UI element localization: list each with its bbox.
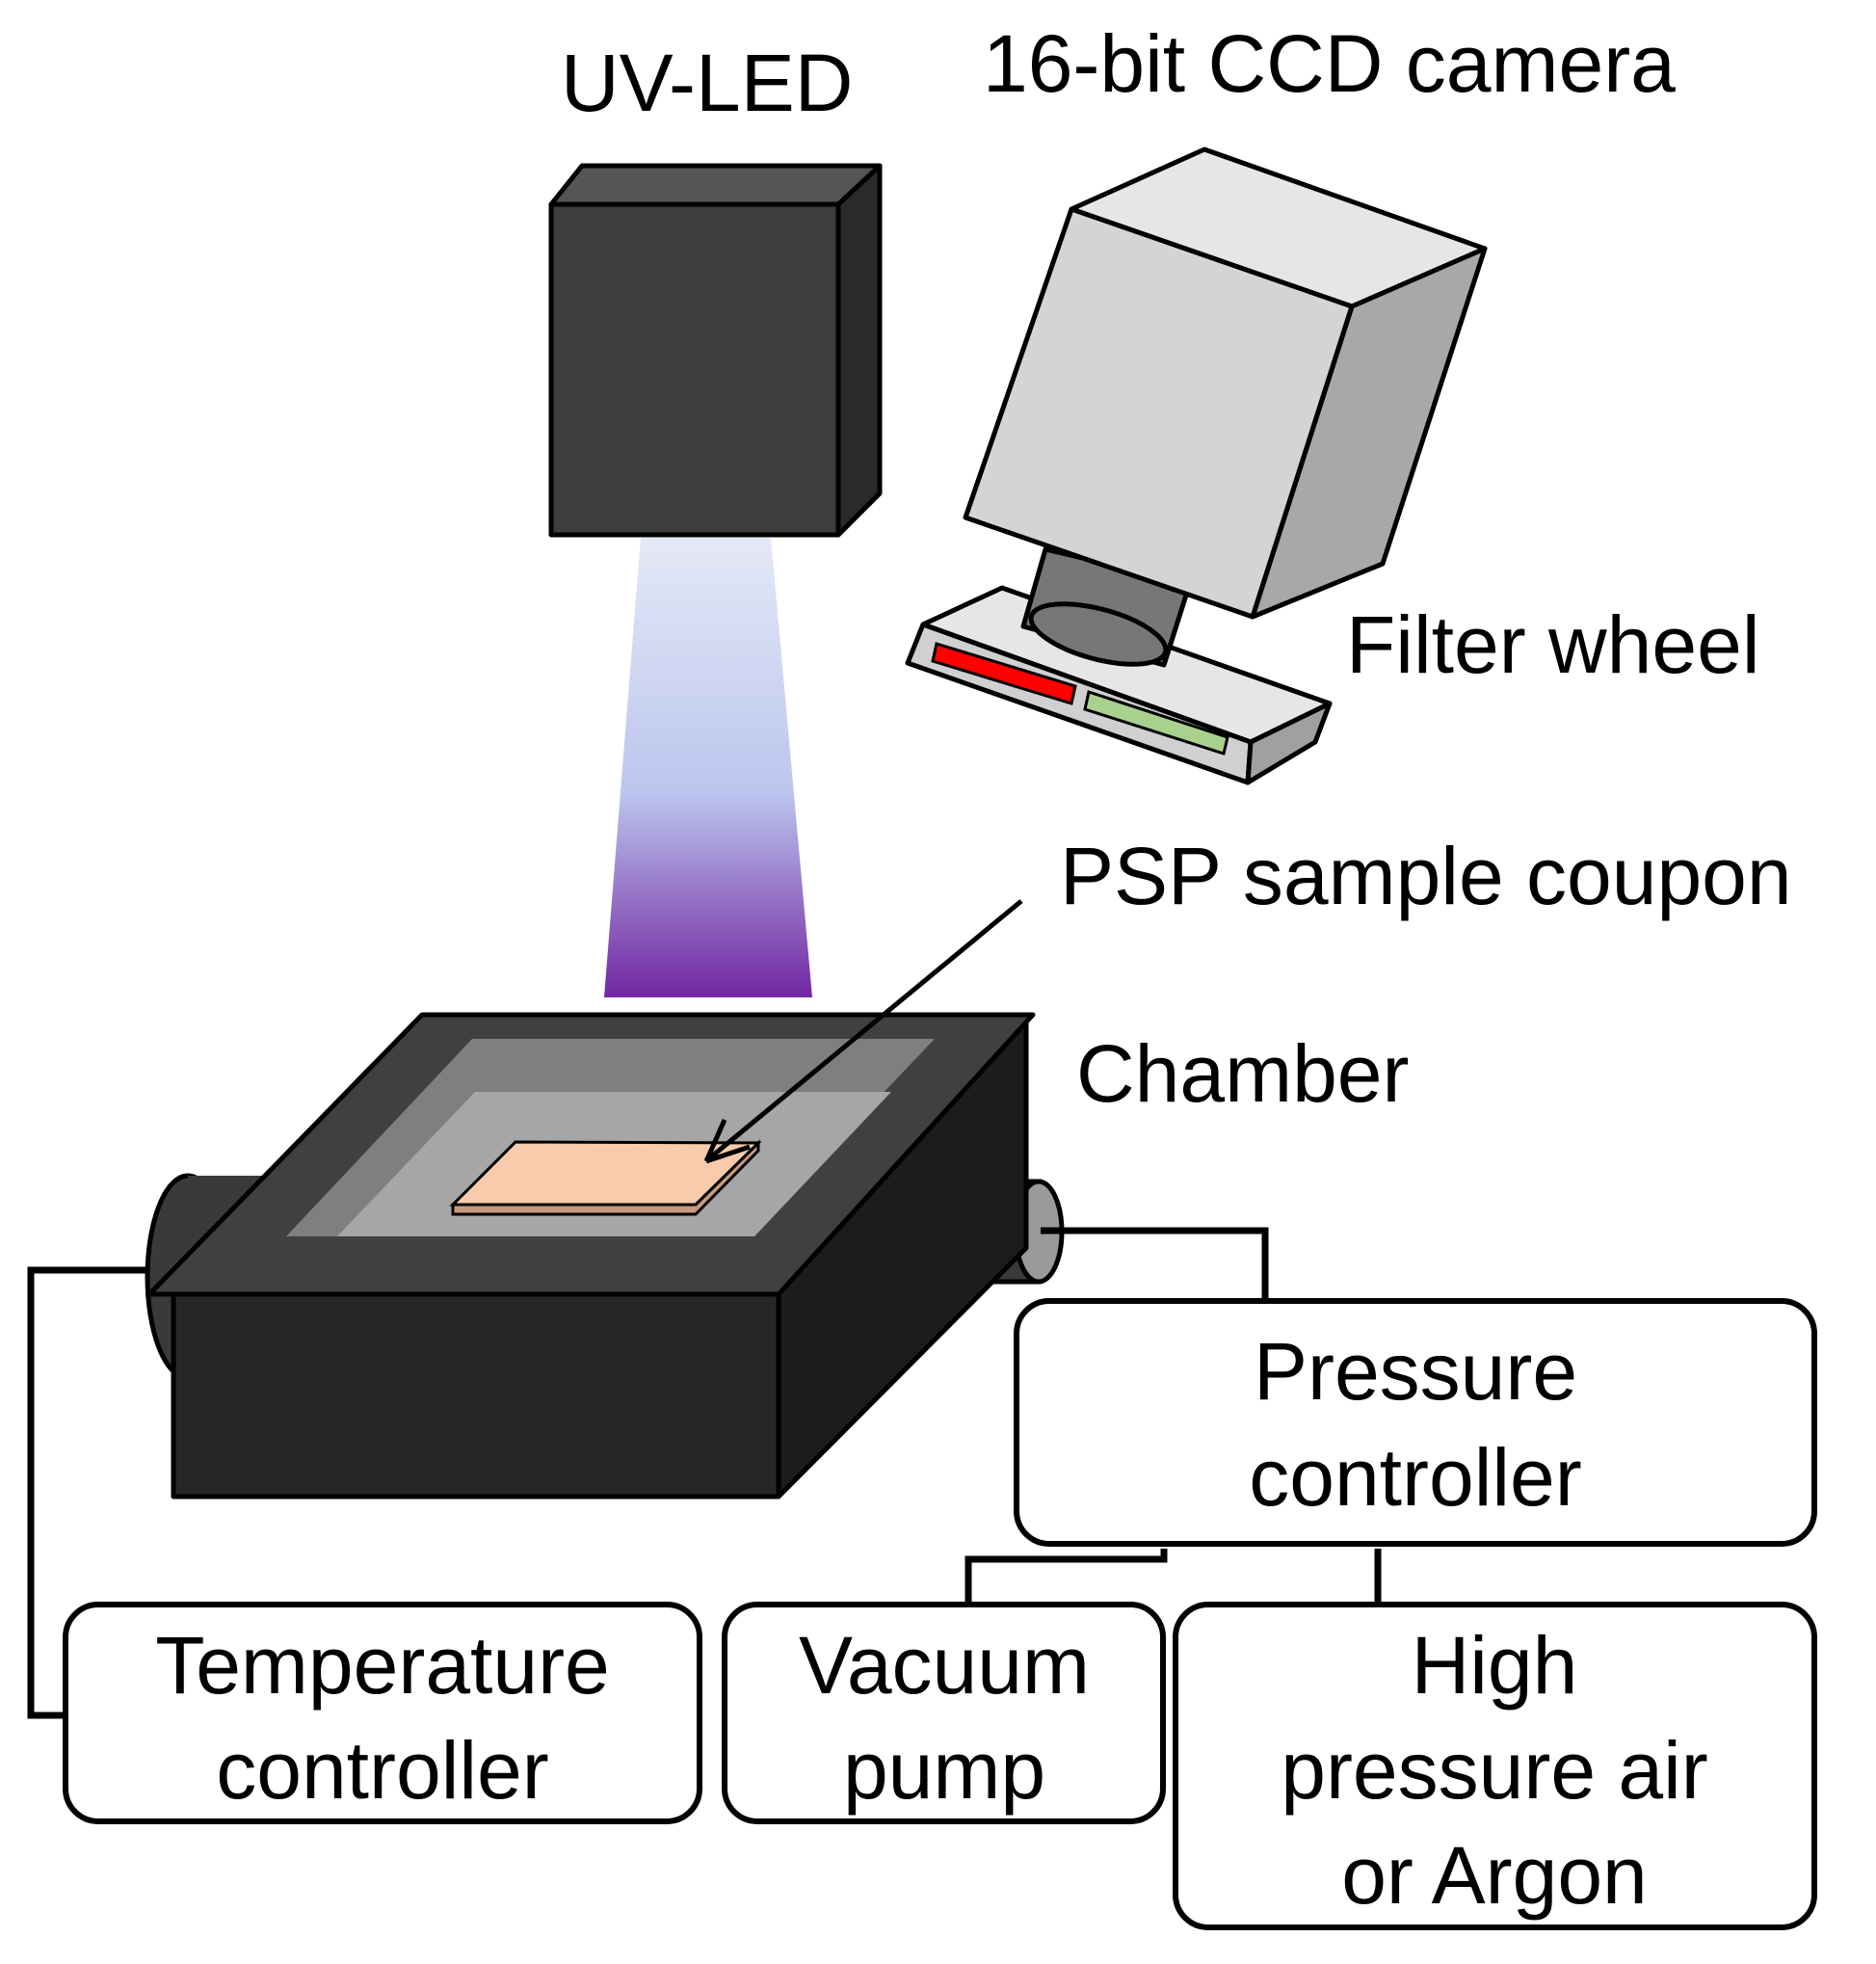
vacuum-line xyxy=(964,1549,1168,1605)
pressure-controller-box: Pressure controller xyxy=(1014,1298,1817,1547)
uv-led-side-face xyxy=(835,163,883,538)
uv-led-front-face xyxy=(548,201,841,538)
ccd-camera xyxy=(905,146,1488,785)
high-pressure-line-2: pressure air xyxy=(1281,1725,1708,1816)
ccd-camera-label: 16-bit CCD camera xyxy=(983,18,1676,109)
coupon-arrowhead xyxy=(703,1118,751,1164)
uv-led-label: UV-LED xyxy=(561,38,853,128)
high-pressure-box: High pressure air or Argon xyxy=(1173,1602,1817,1930)
uv-light-beam xyxy=(604,538,812,997)
coupon-pointer-arrow xyxy=(708,899,1023,1159)
pressure-line-port-to-controller xyxy=(1041,1227,1269,1301)
chamber-label: Chamber xyxy=(1076,1028,1409,1119)
psp-sample-coupon xyxy=(449,1139,762,1216)
temperature-controller-line-1: Temperature xyxy=(155,1620,610,1711)
filter-wheel-label: Filter wheel xyxy=(1346,599,1759,690)
vacuum-pump-line-1: Vacuum xyxy=(799,1620,1090,1711)
chamber-front-face xyxy=(171,1291,781,1500)
temperature-controller-line-2: controller xyxy=(216,1725,548,1816)
green-filter xyxy=(1083,690,1229,756)
temperature-line xyxy=(27,1266,149,1719)
temperature-controller-box: Temperature controller xyxy=(63,1602,702,1824)
coupon-top xyxy=(449,1140,762,1207)
high-pressure-line-3: or Argon xyxy=(1341,1830,1648,1921)
camera-lens-rim xyxy=(1028,601,1169,667)
high-pressure-line-1: High xyxy=(1412,1620,1578,1711)
camera-front-face xyxy=(963,206,1355,620)
red-filter xyxy=(931,642,1077,705)
uv-led-top-face xyxy=(548,163,883,207)
psp-coupon-label: PSP sample coupon xyxy=(1060,831,1792,921)
filter-wheel-side xyxy=(1245,701,1333,785)
uv-led xyxy=(548,163,883,538)
chamber xyxy=(145,1012,1065,1500)
pressure-controller-line-2: controller xyxy=(1249,1432,1581,1523)
vacuum-pump-box: Vacuum pump xyxy=(722,1602,1166,1824)
pressure-controller-line-1: Pressure xyxy=(1254,1326,1577,1417)
vacuum-pump-line-2: pump xyxy=(843,1725,1045,1816)
